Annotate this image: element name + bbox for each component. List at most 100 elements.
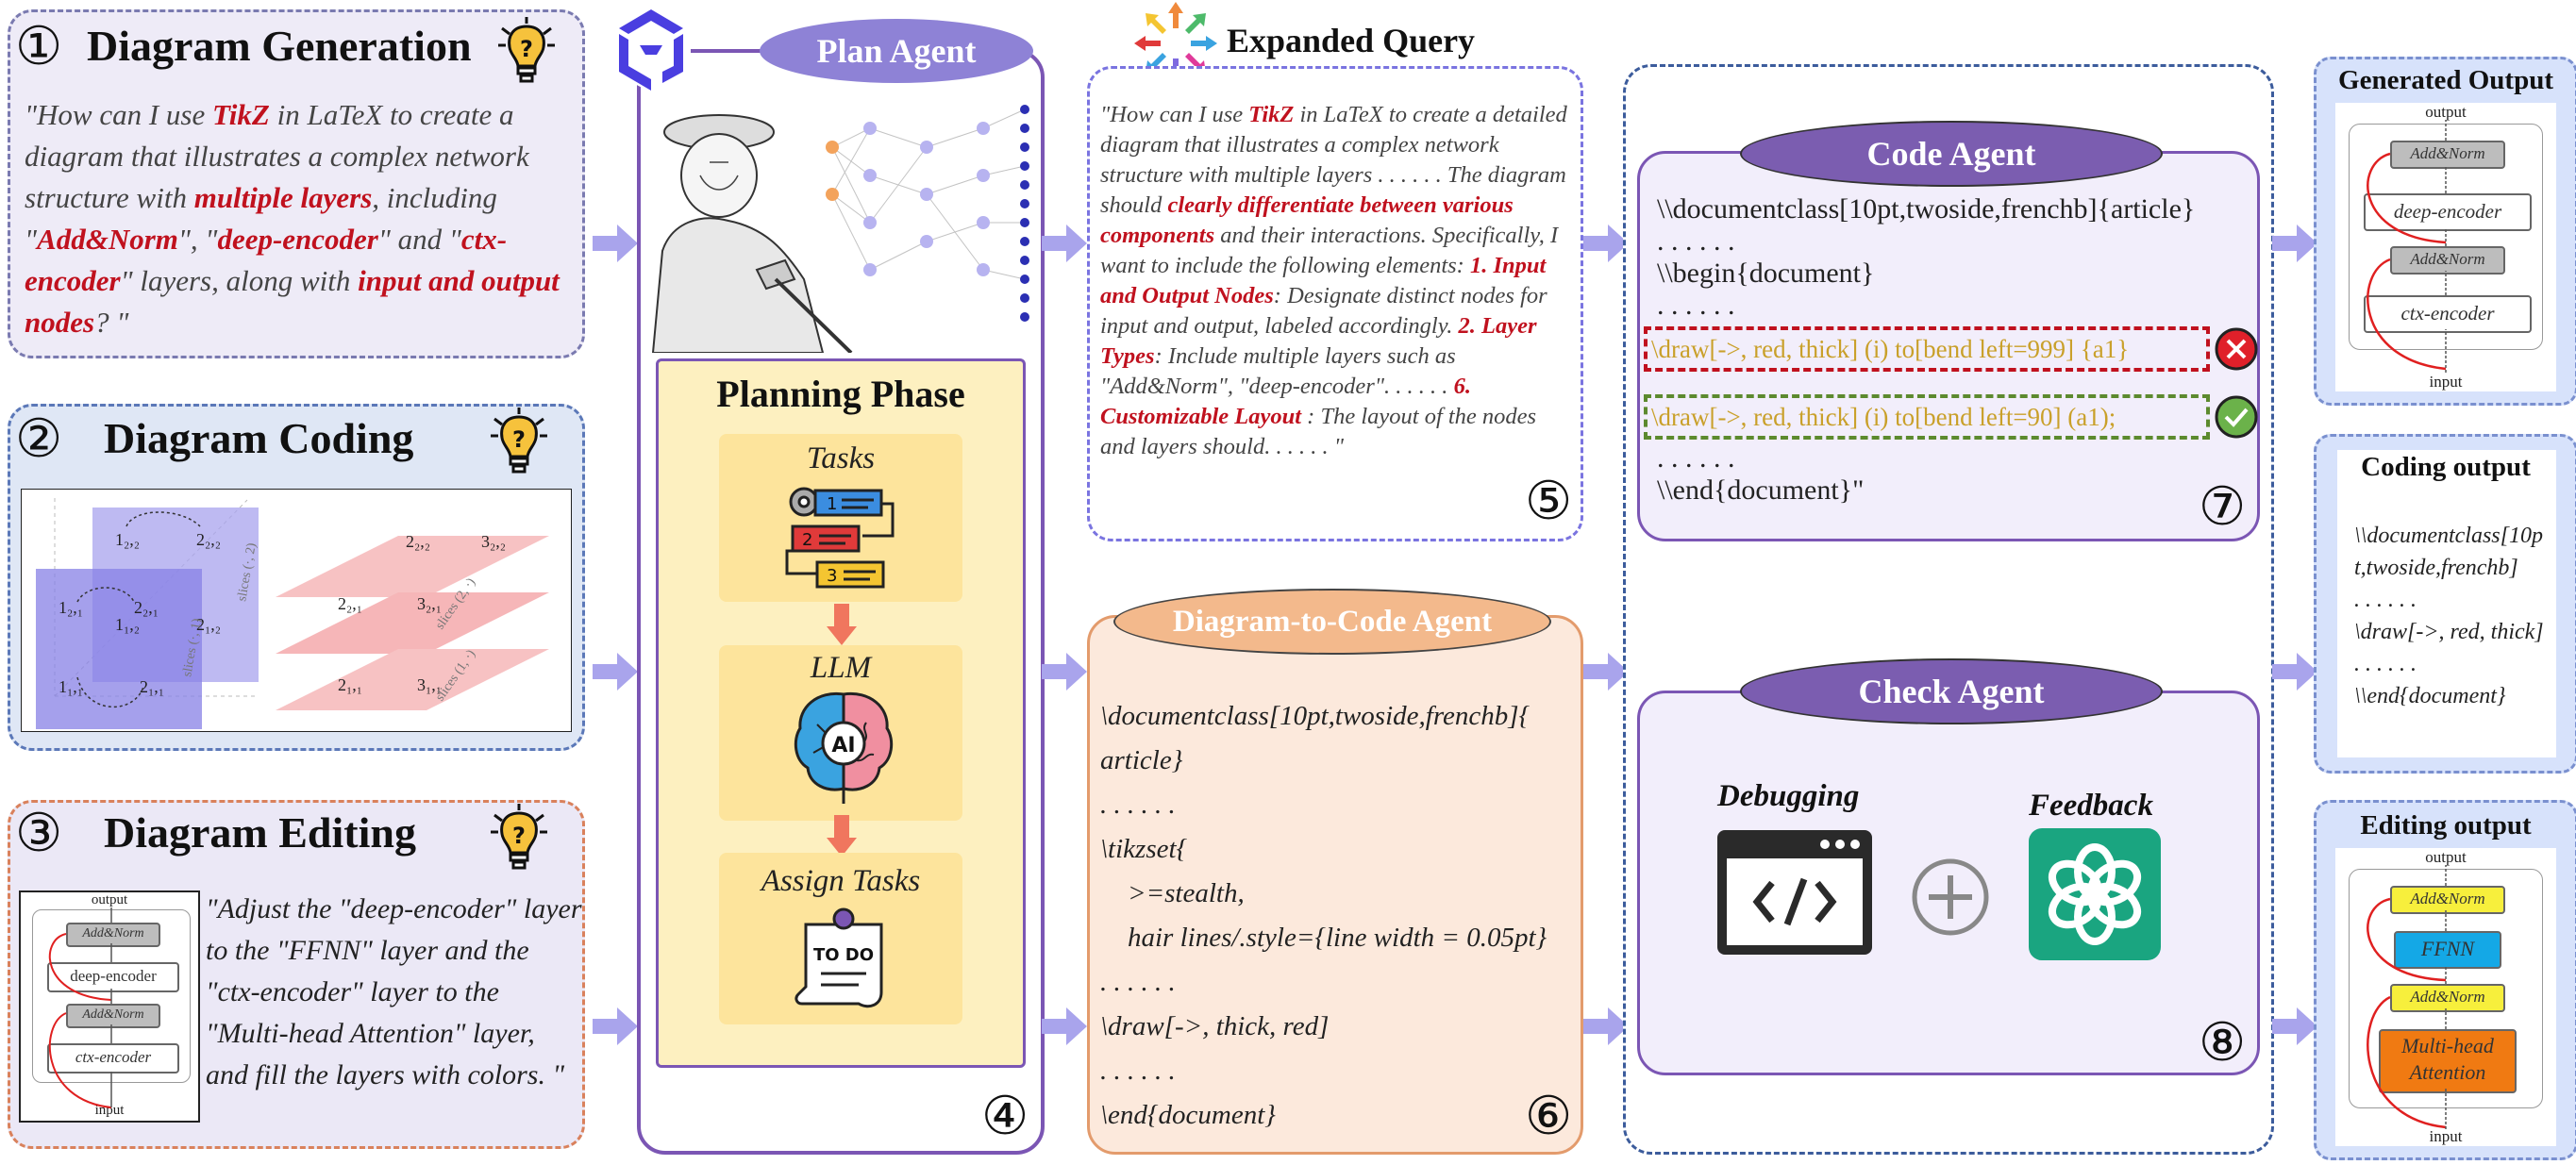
flow-arrow bbox=[1042, 225, 1087, 262]
highlighted-phrase: ctx-encoder bbox=[25, 223, 508, 297]
plot-label: 1₂,₁ bbox=[59, 598, 83, 617]
flow-arrow bbox=[1583, 653, 1629, 691]
code-line: . . . . . . bbox=[2354, 652, 2417, 676]
query-fragment: and their interactions. Specifically, I … bbox=[1100, 223, 1559, 278]
code-line: >=stealth, bbox=[1100, 878, 1245, 908]
code-agent-line: \\documentclass[10pt,twoside,frenchb]{ar… bbox=[1657, 193, 2196, 225]
svg-text:?: ? bbox=[520, 36, 533, 62]
ai-brain-icon: AI bbox=[794, 691, 894, 804]
highlighted-phrase: Add&Norm bbox=[37, 223, 178, 256]
generation-query-text: "How can I use TikZ in LaTeX to create a… bbox=[25, 94, 577, 343]
code-line: . . . . . . bbox=[1100, 1056, 1176, 1086]
mini-deep-encoder: deep-encoder bbox=[47, 962, 179, 992]
code-line: article} bbox=[1100, 745, 1183, 775]
check-agent-label: Check Agent bbox=[1740, 658, 2163, 724]
step-number-7: ⑦ bbox=[2199, 476, 2247, 538]
editing-output-panel: Editing output output Add&Norm FFNN Add&… bbox=[2314, 800, 2576, 1160]
plot-label: 2₂,₁ bbox=[134, 598, 159, 617]
generated-output-title: Generated Output bbox=[2338, 65, 2553, 95]
diagram-to-code-label: Diagram-to-Code Agent bbox=[1113, 589, 1551, 655]
correct-code-line: \draw[->, red, thick] (i) to[bend left=9… bbox=[1651, 403, 2116, 431]
agent-logo-icon bbox=[611, 6, 691, 92]
query-fragment: " layers, along with bbox=[120, 264, 359, 297]
plot-label: 2₁,₁ bbox=[140, 677, 164, 696]
query-fragment: " and " bbox=[377, 223, 461, 256]
highlighted-phrase: 6. Customizable Layout bbox=[1100, 374, 1471, 429]
svg-text:3: 3 bbox=[827, 566, 837, 586]
flow-arrow bbox=[2272, 225, 2317, 262]
plot-label: 2₂,₂ bbox=[406, 532, 430, 551]
diagram-to-code-panel bbox=[1087, 615, 1583, 1155]
editing-mini-diagram: output Add&Norm deep-encoder Add&Norm ct… bbox=[19, 890, 200, 1123]
coding-output-title: Coding output bbox=[2361, 452, 2531, 482]
feedback-label: Feedback bbox=[2029, 789, 2153, 823]
step-number-4: ④ bbox=[981, 1086, 1029, 1147]
diagram-addnorm-bottom: Add&Norm bbox=[2390, 246, 2505, 275]
coding-output-listing: \\documentclass[10p t,twoside,frenchb] .… bbox=[2354, 520, 2552, 712]
plot-label: 2₁,₂ bbox=[196, 615, 221, 634]
mini-output-label: output bbox=[91, 892, 128, 907]
diagram-addnorm-top: Add&Norm bbox=[2390, 141, 2505, 169]
code-line: hair lines/.style={line width = 0.05pt} bbox=[1100, 923, 1547, 953]
code-line: \documentclass[10pt,twoside,frenchb]{ bbox=[1100, 701, 1531, 731]
code-line: t,twoside,frenchb] bbox=[2354, 556, 2518, 580]
plot-label: 3₁,₁ bbox=[417, 675, 442, 694]
error-icon bbox=[2215, 327, 2258, 371]
flow-arrow bbox=[593, 225, 638, 262]
editing-diagram: output Add&Norm FFNN Add&Norm Multi-head… bbox=[2335, 848, 2556, 1146]
code-line: . . . . . . bbox=[1100, 790, 1176, 820]
code-agent-panel bbox=[1637, 151, 2260, 541]
diagram-input-label: input bbox=[2429, 373, 2463, 391]
step-number-8: ⑧ bbox=[2199, 1012, 2247, 1073]
plot-label: 1₁,₂ bbox=[115, 615, 140, 634]
code-agent-dots: . . . . . . bbox=[1657, 225, 1735, 257]
section-title-editing: Diagram Editing bbox=[104, 808, 416, 857]
expanded-query-panel bbox=[1087, 66, 1583, 541]
down-arrow bbox=[827, 815, 857, 857]
diagram-generation-panel bbox=[8, 9, 585, 358]
editing-output-title: Editing output bbox=[2360, 810, 2532, 840]
query-fragment: "How can I use bbox=[25, 98, 212, 131]
coding-output-panel: Coding output \\documentclass[10p t,twos… bbox=[2314, 434, 2576, 774]
query-fragment: in LaTeX to create a detailed diagram th… bbox=[1100, 102, 1567, 218]
flow-arrow bbox=[593, 1007, 638, 1045]
step-number-6: ⑥ bbox=[1525, 1086, 1573, 1147]
highlighted-phrase: TikZ bbox=[212, 98, 270, 131]
query-fragment: ? " bbox=[94, 306, 129, 339]
down-arrow bbox=[827, 604, 857, 645]
query-fragment: in LaTeX to create a diagram that illust… bbox=[25, 98, 529, 214]
code-agent-dots: . . . . . . bbox=[1657, 290, 1735, 321]
code-line: \\end{document} bbox=[2354, 684, 2506, 708]
coding-output-inner bbox=[2337, 450, 2556, 757]
code-line: \tikzset{ bbox=[1100, 834, 1188, 864]
wrong-code-line: \draw[->, red, thick] (i) to[bend left=9… bbox=[1651, 335, 2130, 363]
diagram-multihead-attention: Multi-head Attention bbox=[2379, 1029, 2517, 1093]
lightbulb-icon: ? bbox=[498, 17, 555, 83]
mini-ctx-encoder: ctx-encoder bbox=[47, 1043, 179, 1073]
query-fragment: , including " bbox=[25, 181, 497, 256]
plot-label: 3₂,₂ bbox=[481, 532, 506, 551]
plot-label: 2₁,₁ bbox=[338, 675, 362, 694]
generated-output-panel: Generated Output output Add&Norm deep-en… bbox=[2314, 57, 2576, 406]
step-number-3: ③ bbox=[15, 803, 63, 864]
diagram-output-label: output bbox=[2425, 103, 2467, 121]
flow-arrow bbox=[1583, 1007, 1629, 1045]
llm-step-label: LLM bbox=[810, 651, 872, 685]
plan-agent-label: Plan Agent bbox=[760, 19, 1033, 83]
check-icon bbox=[2215, 395, 2258, 439]
correct-code-box bbox=[1644, 394, 2210, 440]
diagram-addnorm-top: Add&Norm bbox=[2390, 886, 2505, 914]
flow-arrow bbox=[1042, 653, 1087, 691]
mini-arrows bbox=[48, 907, 112, 1108]
highlighted-phrase: multiple layers bbox=[193, 181, 373, 214]
highlighted-phrase: input and output nodes bbox=[25, 264, 560, 339]
svg-text:1: 1 bbox=[827, 494, 837, 514]
ai-label: AI bbox=[831, 734, 855, 757]
plot-label: 2₂,₁ bbox=[338, 594, 362, 613]
highlighted-phrase: deep-encoder bbox=[217, 223, 378, 256]
section-title-coding: Diagram Coding bbox=[104, 414, 414, 462]
code-agent-line: \\begin{document} bbox=[1657, 258, 1875, 289]
code-line: \draw[->, thick, red] bbox=[1100, 1011, 1330, 1041]
lightbulb-icon: ? bbox=[491, 804, 547, 870]
diagram-addnorm-bottom: Add&Norm bbox=[2390, 984, 2505, 1012]
